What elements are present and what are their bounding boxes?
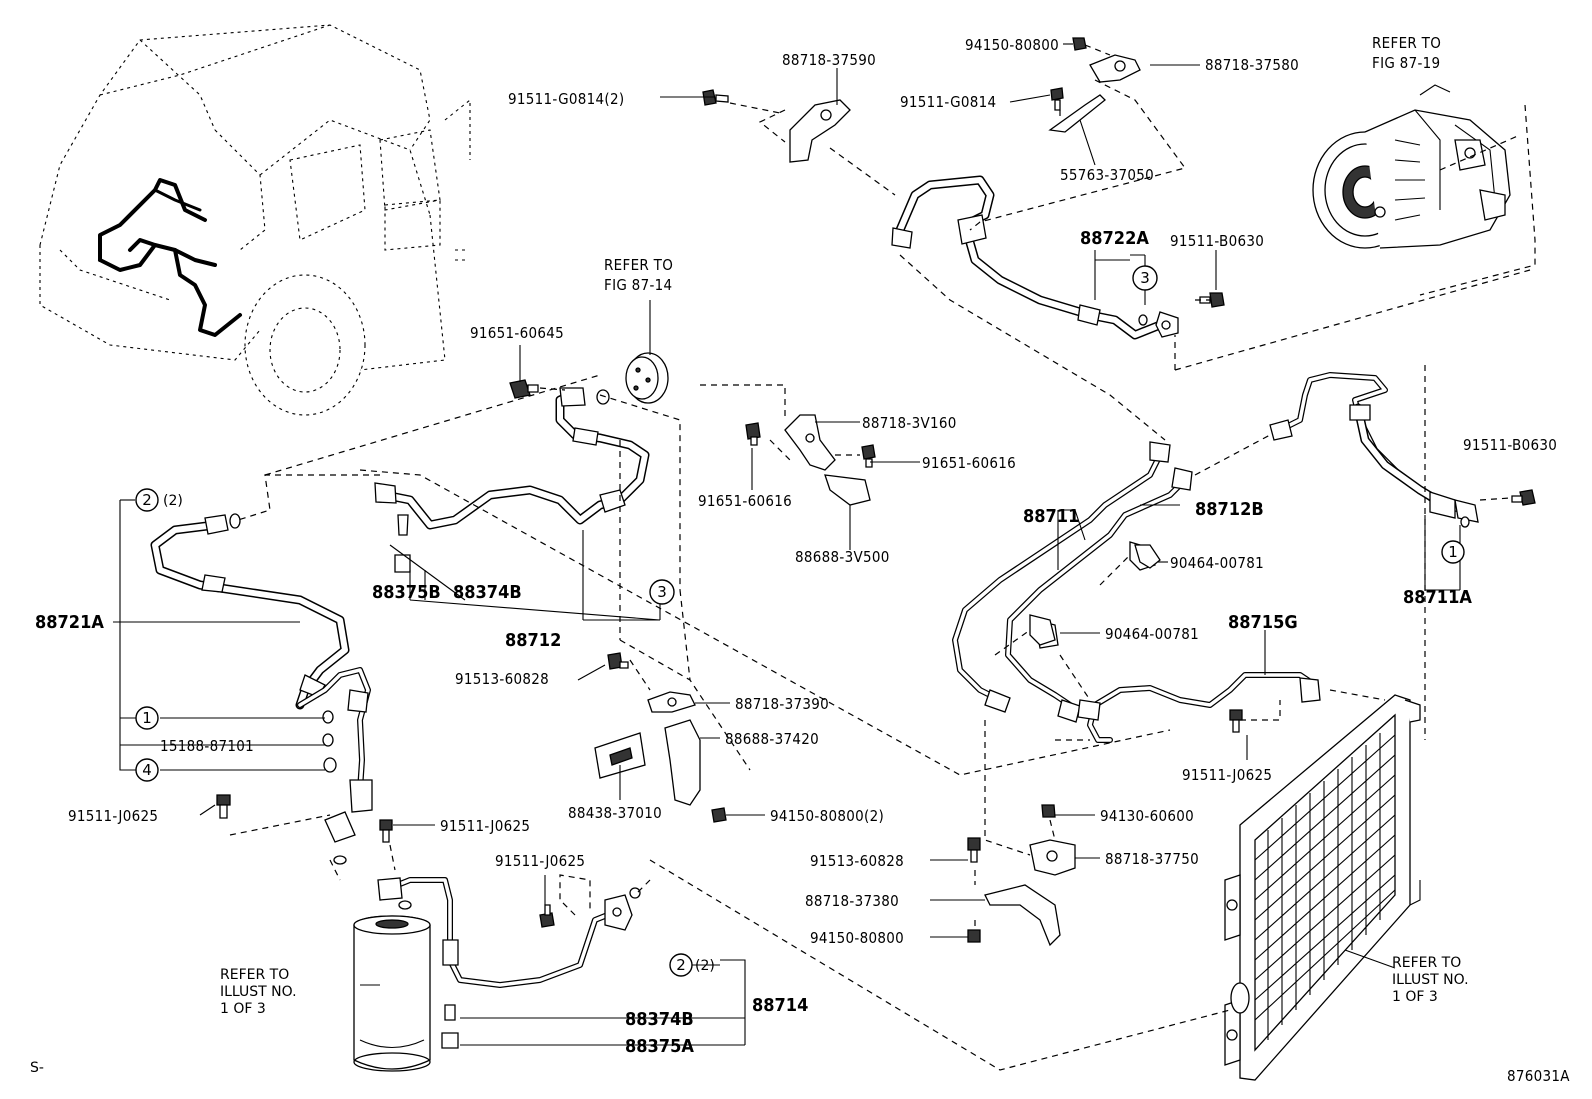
- label-88688-37420: 88688-37420: [725, 730, 819, 748]
- label-88718-37380: 88718-37380: [805, 892, 899, 910]
- ref-fig-87-14-line1: REFER TO: [604, 256, 673, 274]
- hose-88721A: [150, 514, 373, 843]
- label-90464-00781-lower: 90464-00781: [1105, 625, 1199, 643]
- ref-illust-right-line1: REFER TO: [1392, 955, 1461, 971]
- page-mark: S-: [30, 1060, 44, 1076]
- label-94150-80800-top: 94150-80800: [965, 36, 1059, 54]
- label-88438-37010: 88438-37010: [568, 804, 662, 822]
- label-91651-60616-right: 91651-60616: [922, 454, 1016, 472]
- label-88718-37390: 88718-37390: [735, 695, 829, 713]
- label-88715G: 88715G: [1228, 612, 1298, 633]
- label-88712B: 88712B: [1195, 499, 1264, 520]
- pipe-88715G: [1077, 672, 1321, 743]
- vehicle-outline: [39, 24, 471, 416]
- callout-2-left: [135, 488, 159, 512]
- hose-88711A: [1269, 372, 1479, 523]
- callout-2-left-text: 2: [142, 491, 152, 509]
- part-labels: 88718-37590 94150-80800 88718-37580 9151…: [30, 34, 1570, 1085]
- hose-88712: [374, 387, 650, 573]
- ref-illust-right-line3: 1 OF 3: [1392, 989, 1438, 1005]
- callout-circles: 2 (2) 1 4 3 3 1 2 (2): [135, 265, 1465, 977]
- label-91511-B0630-top: 91511-B0630: [1170, 232, 1264, 250]
- ref-illust-left-line2: ILLUST NO.: [220, 984, 297, 1000]
- label-91511-G0814: 91511-G0814: [900, 93, 996, 111]
- label-91513-60828-upper: 91513-60828: [455, 670, 549, 688]
- callout-1-left-text: 1: [142, 709, 152, 727]
- label-88375A: 88375A: [625, 1036, 694, 1057]
- label-91511-J0625-left: 91511-J0625: [68, 807, 158, 825]
- callout-3-mid-text: 3: [657, 583, 667, 601]
- callout-3-top: [1132, 265, 1158, 291]
- label-88722A: 88722A: [1080, 228, 1149, 249]
- callout-1-right: [1441, 540, 1465, 564]
- ref-illust-left-line1: REFER TO: [220, 967, 289, 983]
- ref-illust-right-line2: ILLUST NO.: [1392, 972, 1469, 988]
- label-88718-37590: 88718-37590: [782, 51, 876, 69]
- callout-2-bottom: [669, 953, 693, 977]
- callout-2-bottom-qty: (2): [695, 958, 715, 974]
- label-91511-J0625-lower: 91511-J0625: [495, 852, 585, 870]
- receiver-drier: [353, 915, 431, 1072]
- leader-lines: [113, 43, 1461, 1046]
- label-88374B-upper: 88374B: [453, 582, 522, 603]
- callout-1-right-text: 1: [1448, 543, 1458, 561]
- ref-fig-87-14-line2: FIG 87-14: [604, 276, 672, 294]
- label-94150-80800-bottom: 94150-80800: [810, 929, 904, 947]
- label-91511-G0814-2: 91511-G0814(2): [508, 90, 624, 108]
- condenser: [1224, 694, 1421, 1081]
- callout-3-mid: [649, 579, 675, 605]
- diagram-id: 876031A: [1507, 1067, 1570, 1085]
- callout-4-left: [135, 758, 159, 782]
- label-90464-00781-upper: 90464-00781: [1170, 554, 1264, 572]
- ref-fig-87-19-line2: FIG 87-19: [1372, 54, 1440, 72]
- hose-88722A: [891, 175, 1179, 340]
- label-91651-60616-left: 91651-60616: [698, 492, 792, 510]
- label-94150-80800-2: 94150-80800(2): [770, 807, 884, 825]
- label-88711A: 88711A: [1403, 587, 1472, 608]
- callout-4-left-text: 4: [142, 761, 152, 779]
- label-88711: 88711: [1023, 506, 1079, 527]
- callout-2-bottom-text: 2: [676, 956, 686, 974]
- label-88721A: 88721A: [35, 612, 104, 633]
- ref-fig-87-19-line1: REFER TO: [1372, 34, 1441, 52]
- callout-1-left: [135, 706, 159, 730]
- label-88718-3V160: 88718-3V160: [862, 414, 957, 432]
- compressor: [1312, 84, 1511, 249]
- label-91511-J0625-mid: 91511-J0625: [440, 817, 530, 835]
- label-91511-B0630-right: 91511-B0630: [1463, 436, 1557, 454]
- label-88718-37580: 88718-37580: [1205, 56, 1299, 74]
- label-91651-60645: 91651-60645: [470, 324, 564, 342]
- callout-3-top-text: 3: [1140, 269, 1150, 287]
- label-91513-60828-lower: 91513-60828: [810, 852, 904, 870]
- ref-illust-left-line3: 1 OF 3: [220, 1001, 266, 1017]
- label-88374B-lower: 88374B: [625, 1009, 694, 1030]
- label-88714: 88714: [752, 995, 808, 1016]
- label-94130-60600: 94130-60600: [1100, 807, 1194, 825]
- label-88718-37750: 88718-37750: [1105, 850, 1199, 868]
- label-88688-3V500: 88688-3V500: [795, 548, 890, 566]
- label-88712: 88712: [505, 630, 561, 651]
- assembly-guides: [229, 44, 1536, 1071]
- label-15188-87101: 15188-87101: [160, 737, 254, 755]
- label-88375B: 88375B: [372, 582, 441, 603]
- label-55763-37050: 55763-37050: [1060, 166, 1154, 184]
- fasteners: [216, 37, 1536, 947]
- pipe-88714: [377, 877, 641, 1049]
- pipes-88711-88712B: [952, 441, 1193, 723]
- label-91511-J0625-right: 91511-J0625: [1182, 766, 1272, 784]
- callout-2-left-qty: (2): [163, 493, 183, 509]
